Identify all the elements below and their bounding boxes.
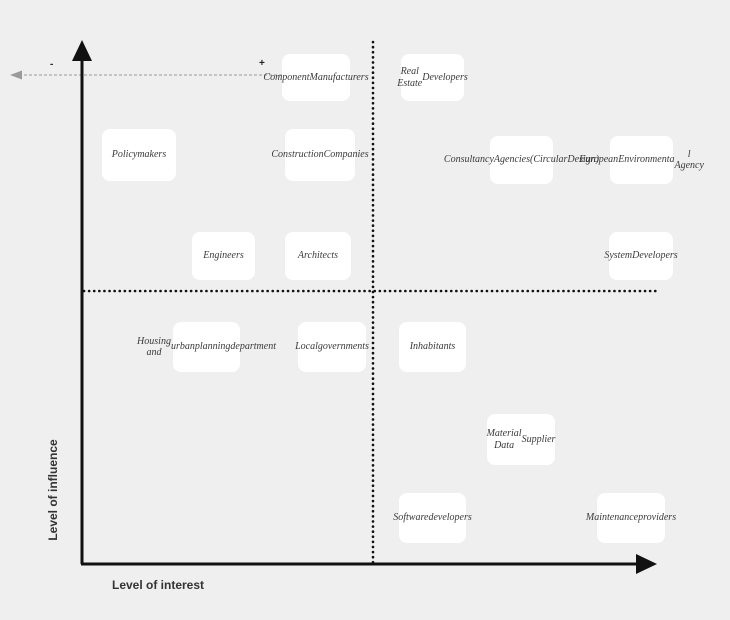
stakeholder-node[interactable]: Architects — [285, 232, 351, 280]
y-axis-arrowhead — [72, 40, 92, 61]
node-line: (Circular — [530, 154, 568, 166]
node-line: Local — [295, 341, 318, 353]
node-line: System — [604, 250, 633, 262]
node-line: Manufacturers — [309, 71, 369, 83]
stakeholder-node[interactable]: System Developers — [604, 232, 678, 280]
node-line: Software — [393, 512, 429, 524]
stakeholder-node[interactable]: Policymakers — [102, 129, 176, 181]
stakeholder-node[interactable]: Construction Companies — [271, 129, 369, 181]
node-line: Component — [263, 71, 310, 83]
influence-direction-arrowhead — [10, 70, 22, 80]
node-line: Inhabitants — [409, 341, 456, 353]
node-line: Agencies — [493, 154, 530, 166]
stakeholder-node[interactable]: Maintenance providers — [586, 493, 676, 543]
stakeholder-node[interactable]: Housing and urban planning department — [137, 322, 276, 372]
y-axis-label: Level of influence — [46, 439, 60, 541]
node-line: Design) — [567, 154, 600, 166]
stakeholder-node[interactable]: Material Data Supplier — [487, 414, 555, 465]
node-line: providers — [638, 512, 677, 524]
stakeholder-node[interactable]: Inhabitants — [399, 322, 466, 372]
plus-sign: + — [259, 58, 265, 69]
node-line: Policymakers — [111, 149, 167, 161]
node-line: l Agency — [674, 148, 704, 172]
stakeholder-node[interactable]: Component Manufacturers — [263, 54, 369, 101]
stakeholder-node[interactable]: European Environmenta l Agency — [579, 136, 704, 184]
node-line: Consultancy — [443, 154, 494, 166]
node-line: Material Data — [486, 428, 522, 451]
node-line: Supplier — [521, 433, 556, 445]
stakeholder-node[interactable]: Real Estate Developers — [397, 54, 468, 101]
node-line: governments — [317, 341, 369, 353]
node-line: Maintenance — [585, 512, 639, 524]
node-line: urban — [170, 341, 195, 353]
node-line: Engineers — [203, 250, 244, 262]
minus-sign: - — [50, 59, 54, 70]
node-line: Developers — [422, 71, 468, 83]
node-line: department — [230, 341, 276, 353]
stakeholder-node[interactable]: Local governments — [295, 322, 369, 372]
x-axis-label: Level of interest — [112, 578, 205, 592]
stakeholder-node[interactable]: Consultancy Agencies (Circular Design) — [444, 136, 599, 184]
stakeholder-node[interactable]: Software developers — [393, 493, 472, 543]
node-line: Construction — [271, 149, 324, 161]
node-line: Environmenta — [618, 154, 675, 166]
node-line: Real Estate — [397, 66, 423, 89]
node-line: developers — [428, 512, 472, 524]
stakeholder-node[interactable]: Engineers — [192, 232, 255, 280]
node-line: planning — [194, 341, 231, 353]
node-line: European — [579, 154, 619, 166]
node-line: Developers — [632, 250, 678, 262]
x-axis-arrowhead — [636, 554, 657, 574]
node-line: Architects — [297, 250, 339, 262]
node-line: Companies — [323, 149, 369, 161]
node-line: Housing and — [137, 335, 171, 359]
